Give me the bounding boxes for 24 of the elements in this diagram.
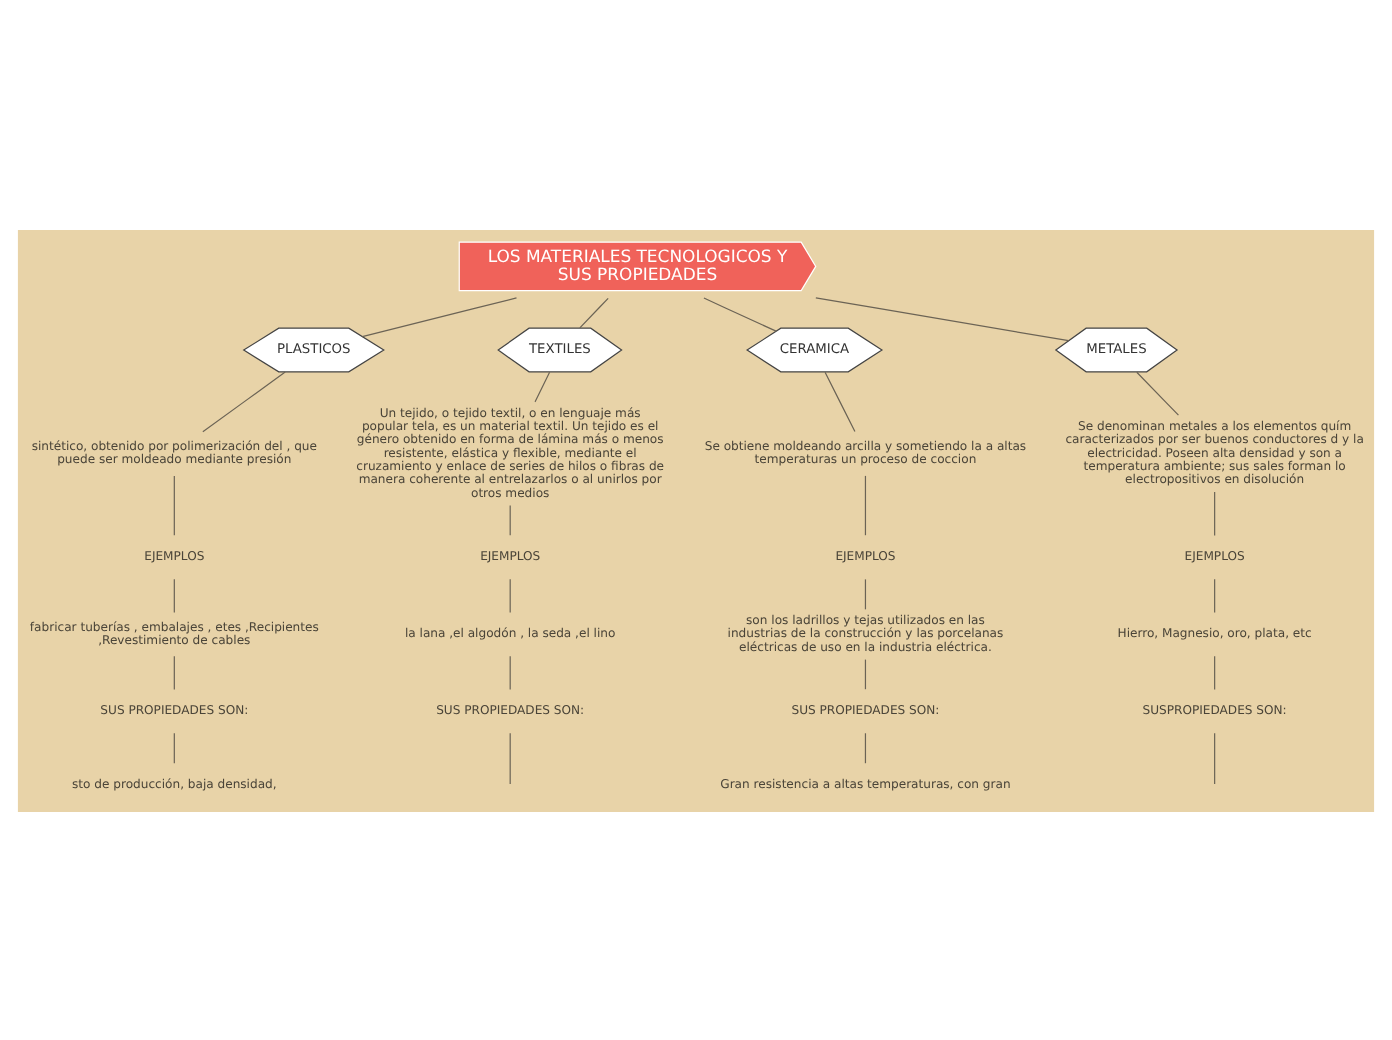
connector	[864, 577, 867, 609]
connector	[864, 474, 867, 535]
connector	[864, 658, 867, 689]
connector	[173, 654, 175, 690]
connector	[202, 370, 286, 432]
connector	[864, 731, 867, 763]
connector	[1214, 577, 1216, 613]
connector	[509, 503, 511, 535]
connector	[579, 296, 609, 328]
connector	[1214, 731, 1216, 784]
connector	[361, 296, 518, 337]
connector	[1214, 490, 1216, 536]
connector	[173, 731, 175, 763]
connector	[703, 296, 777, 331]
connector	[815, 296, 1070, 341]
connector	[173, 577, 175, 613]
connector	[509, 577, 511, 613]
connector	[1214, 654, 1216, 690]
connector	[509, 731, 511, 784]
connector	[824, 370, 856, 432]
connector	[509, 654, 511, 690]
connector	[1136, 370, 1180, 415]
connector	[173, 474, 175, 535]
connector	[534, 370, 551, 402]
